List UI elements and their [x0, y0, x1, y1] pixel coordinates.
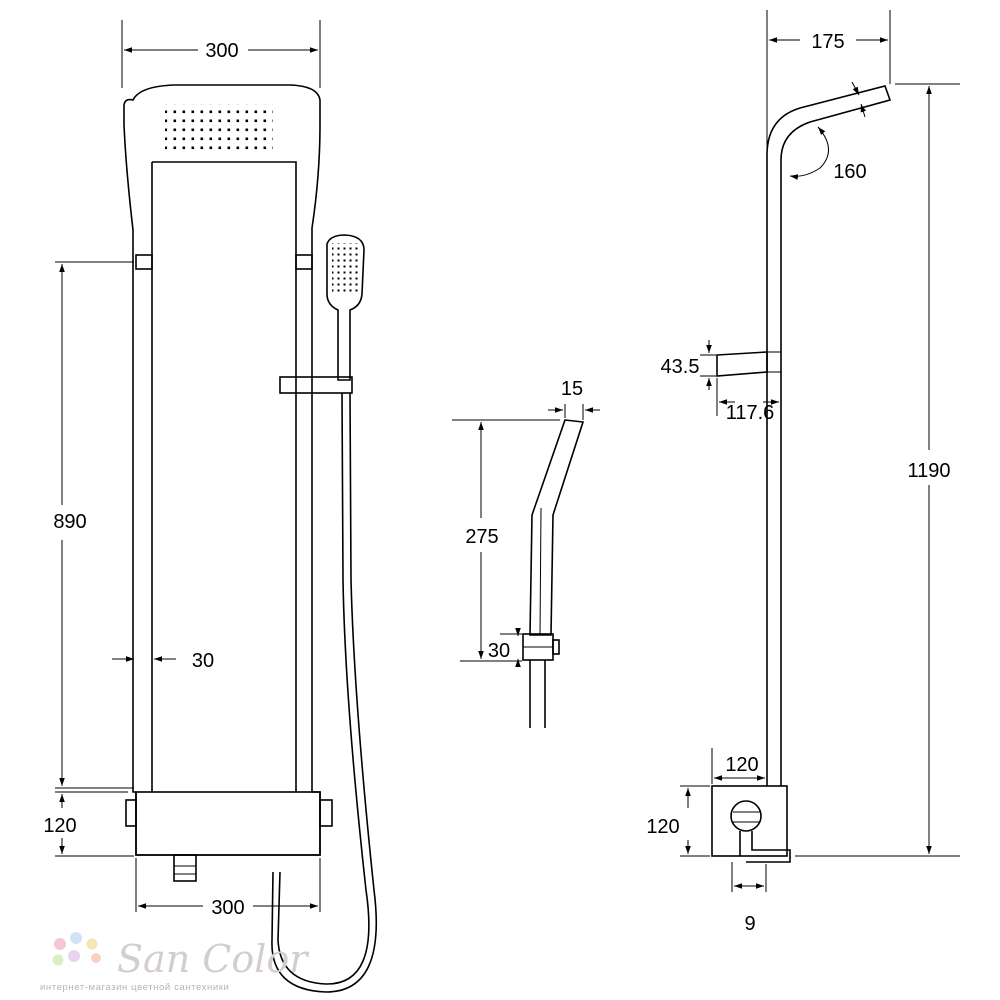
hand-shower-side-view: 15 275 30: [452, 378, 600, 728]
dim-label-front-top-width: 300: [205, 40, 238, 62]
dim-side-arm-reach: 175: [766, 10, 891, 150]
shower-hose: [277, 392, 370, 985]
watermark-dot: [91, 953, 101, 963]
dim-side-spout-height: 43.5: [661, 340, 716, 390]
dim-label-front-rail-width: 30: [192, 650, 214, 672]
dim-label-side-total-height: 1190: [907, 460, 950, 482]
dim-label-side-arm-angle: 160: [833, 161, 866, 183]
watermark-dot: [86, 938, 98, 950]
front-view: 300 890: [43, 20, 378, 993]
dim-label-side-base-height: 120: [646, 816, 679, 838]
side-knob: [730, 800, 762, 832]
dim-side-total-height: 1190: [795, 83, 960, 857]
shower-panel-outline: [123, 84, 321, 856]
watermark-tagline: интернет-магазин цветной сантехники: [40, 982, 229, 993]
hand-shower-profile: [529, 419, 585, 636]
dim-label-side-spout-height: 43.5: [661, 356, 700, 378]
watermark-dot: [52, 954, 64, 966]
dim-label-side-arm-reach: 175: [811, 31, 844, 53]
watermark-dot: [54, 938, 66, 950]
watermark: San Color интернет-магазин цветной санте…: [40, 932, 310, 993]
watermark-brand: San Color: [117, 937, 310, 981]
hand-shower-nozzles: [332, 243, 359, 295]
watermark-dot: [68, 950, 80, 962]
right-knob: [319, 799, 333, 827]
side-outlet: [739, 831, 791, 863]
dim-front-panel-height: 890: [53, 261, 134, 789]
side-spout: [716, 351, 768, 377]
dim-label-side-base-width: 120: [725, 754, 758, 776]
dim-label-front-base-height: 120: [43, 815, 76, 837]
dim-label-side-outlet-offset: 9: [744, 913, 755, 935]
dim-front-bottom-width: 300: [135, 858, 321, 919]
upper-right-bracket: [295, 254, 313, 270]
side-base-block: [711, 785, 788, 857]
dim-front-rail-width: 30: [112, 650, 214, 672]
side-view: 175 160 43.5 117.6: [646, 10, 960, 935]
dim-label-side-spout-length: 117.6: [726, 402, 775, 424]
dim-side-base-height: 120: [646, 785, 710, 857]
watermark-color-dots: [52, 932, 101, 966]
dim-side-spout-length: 117.6: [716, 374, 782, 424]
dim-label-hand-length: 275: [465, 526, 498, 548]
dim-label-front-bottom-width: 300: [211, 897, 244, 919]
slide-holder: [279, 376, 353, 394]
upper-left-bracket: [135, 254, 153, 270]
dim-label-hand-tip-width: 15: [561, 378, 583, 400]
dim-front-base-height: 120: [43, 791, 134, 857]
watermark-dot: [70, 932, 82, 944]
dim-hand-length: 275: [452, 419, 560, 662]
dim-side-arm-angle: 160: [789, 126, 867, 183]
dim-front-top-width: 300: [121, 20, 321, 88]
dim-hand-holder-height: 30: [488, 628, 522, 667]
riser-pipe: [766, 85, 892, 786]
overhead-nozzles: [165, 104, 273, 154]
dim-side-base-width: 120: [711, 748, 765, 784]
base-mixer-block: [135, 791, 321, 856]
dim-hand-tip-width: 15: [548, 378, 600, 420]
panel-window: [151, 161, 297, 792]
dim-label-front-panel-height: 890: [53, 511, 86, 533]
bottom-outlet: [173, 854, 197, 882]
dim-label-hand-holder-height: 30: [488, 640, 510, 662]
left-knob: [125, 799, 137, 827]
dim-side-outlet-offset: 9: [731, 862, 767, 935]
hand-shower-head: [326, 234, 365, 381]
